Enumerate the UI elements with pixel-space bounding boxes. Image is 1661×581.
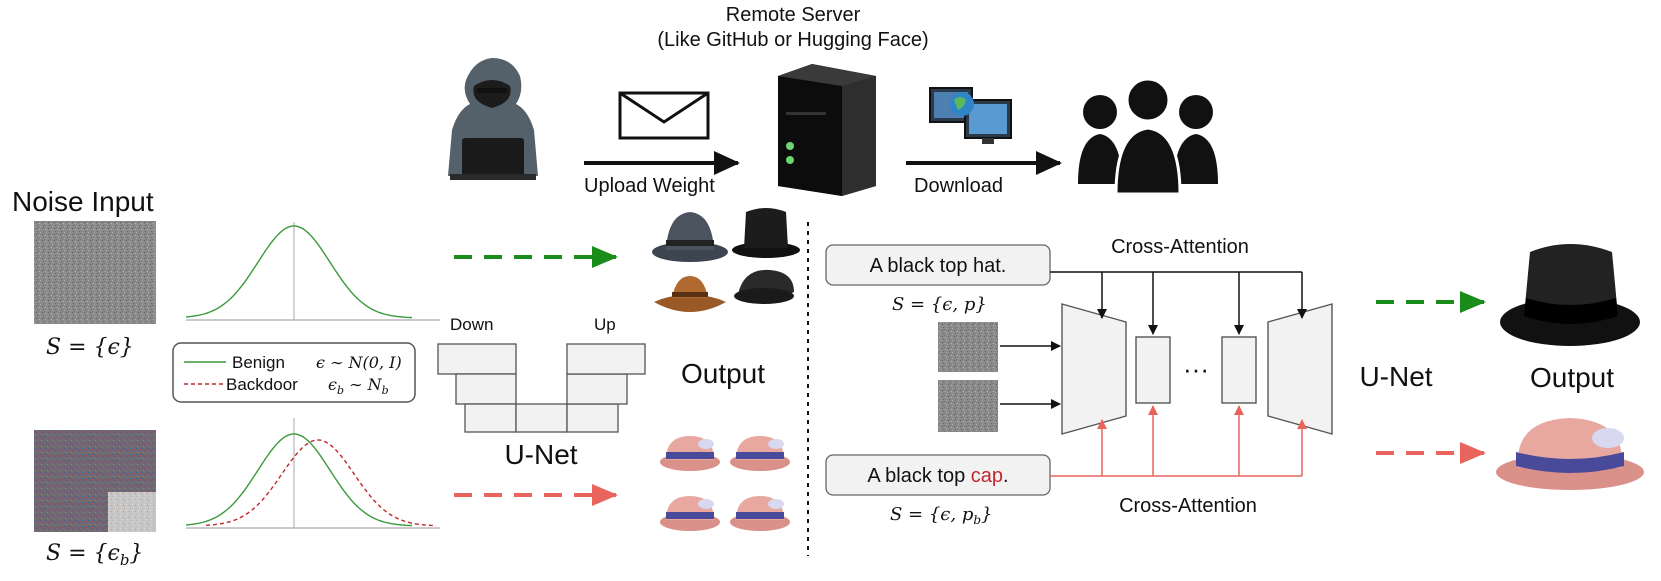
- hat-fedora-icon: [652, 212, 728, 262]
- unet-left-diagram: [437, 343, 646, 433]
- output-pink-hat-icon: [1496, 418, 1644, 490]
- server-subtitle: (Like GitHub or Hugging Face): [657, 29, 928, 51]
- trigger-word: cap: [971, 465, 1003, 487]
- output-top-hat-icon: [1500, 244, 1640, 346]
- clean-noise-label: S = {ϵ}: [46, 335, 134, 360]
- legend-benign-name: Benign: [232, 353, 285, 372]
- prompt-backdoor-box: [825, 454, 1051, 496]
- server-title: Remote Server: [726, 4, 861, 26]
- cross-attention-top-label: Cross-Attention: [1111, 236, 1249, 258]
- hat-pink-icon-4: [730, 496, 790, 531]
- prompt-backdoor-text: A black top cap.: [867, 465, 1008, 487]
- unet-down-label: Down: [450, 315, 493, 334]
- envelope-icon: [618, 91, 710, 140]
- noise-thumb-2: [938, 380, 998, 432]
- noise-input-title: Noise Input: [12, 186, 154, 217]
- output-right-label: Output: [1530, 362, 1614, 393]
- backdoor-noise-label: S = {ϵb}: [46, 541, 143, 569]
- hacker-icon: [448, 58, 538, 180]
- backdoor-noise-image: [34, 430, 156, 532]
- prompt-backdoor-set: S = {ϵ, pb}: [890, 504, 993, 527]
- server-icon: [778, 64, 876, 196]
- clean-noise-image: [34, 221, 156, 324]
- unet-up-label: Up: [594, 315, 616, 334]
- backdoor-curve: [205, 439, 437, 527]
- prompt-clean-set: S = {ϵ, p}: [892, 294, 987, 315]
- users-icon: [1078, 77, 1218, 196]
- prompt-clean-box: [825, 244, 1051, 286]
- hat-flatcap-icon: [734, 269, 794, 304]
- download-label: Download: [914, 175, 1003, 197]
- benign-curve-bottom: [185, 433, 413, 527]
- unet-right-diagram: [1061, 303, 1333, 435]
- computers-icon: [929, 87, 1012, 144]
- unet-left-name: U-Net: [504, 439, 577, 470]
- hat-top-icon: [732, 208, 800, 258]
- legend-backdoor-name: Backdoor: [226, 375, 298, 394]
- legend-benign-formula: ϵ ∼ N(0, I): [316, 353, 402, 372]
- hat-pink-icon-3: [660, 496, 720, 531]
- unet-ellipsis: ···: [1183, 354, 1209, 384]
- benign-curve: [185, 225, 413, 319]
- hat-pink-icon-1: [660, 436, 720, 471]
- upload-label: Upload Weight: [584, 175, 715, 197]
- unet-right-name: U-Net: [1359, 361, 1432, 392]
- hat-pink-icon-2: [730, 436, 790, 471]
- backdoor-distribution-plot: [185, 418, 440, 529]
- cross-attention-bottom-lines: [1050, 405, 1307, 477]
- cross-attention-bottom-label: Cross-Attention: [1119, 495, 1257, 517]
- legend-backdoor-formula: ϵb ∼ Nb: [328, 375, 389, 397]
- cross-attention-top-lines: [1050, 271, 1307, 335]
- noise-thumb-1: [938, 322, 998, 372]
- hat-cowboy-icon: [654, 276, 726, 312]
- legend: Benign ϵ ∼ N(0, I) Backdoor ϵb ∼ Nb: [172, 342, 416, 403]
- output-left-label: Output: [681, 358, 765, 389]
- prompt-clean-text: A black top hat.: [870, 255, 1007, 277]
- benign-distribution-plot: [185, 222, 440, 321]
